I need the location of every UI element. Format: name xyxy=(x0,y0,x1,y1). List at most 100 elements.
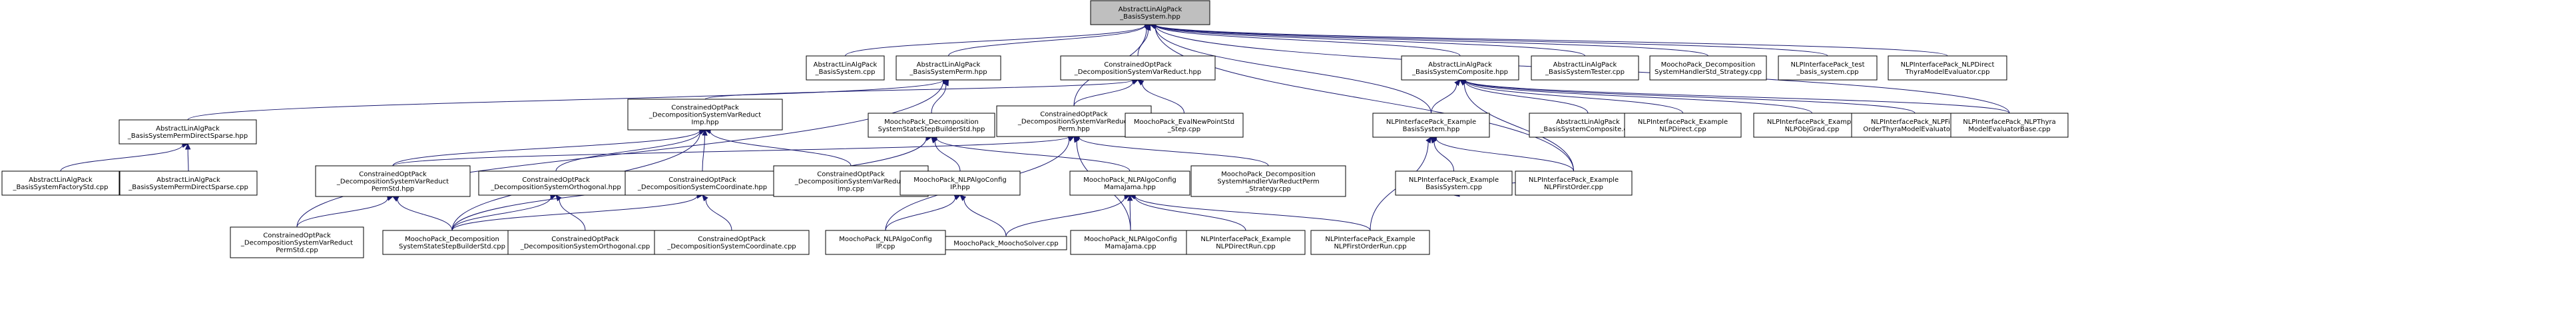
node-label-line: _BasisSystemComposite.cpp xyxy=(1539,126,1635,133)
graph-node-bstester_cpp[interactable]: AbstractLinAlgPack_BasisSystemTester.cpp xyxy=(1531,55,1639,81)
node-label-line: ConstrainedOptPack xyxy=(359,171,427,178)
node-label-line: _BasisSystemTester.cpp xyxy=(1545,69,1625,76)
node-label-line: AbstractLinAlgPack xyxy=(917,61,981,69)
graph-node-nlpthyrabase_cpp[interactable]: NLPInterfacePack_NLPThyraModelEvaluatorB… xyxy=(1950,113,2069,138)
graph-node-evalnp_cpp[interactable]: MoochoPack_EvalNewPointStd_Step.cpp xyxy=(1125,113,1244,138)
dependency-arrowhead xyxy=(1459,79,1467,86)
dependency-edge-dsorth_cpp-to-dsorth_hpp xyxy=(559,199,586,231)
node-label-line: NLPInterfacePack_NLPFirst xyxy=(1871,119,1959,126)
node-label-line: PermStd.hpp xyxy=(372,186,414,193)
graph-node-nlpefo_cpp[interactable]: NLPInterfacePack_ExampleNLPFirstOrder.cp… xyxy=(1515,170,1633,196)
dependency-edge-bscomp_hpp-to-root xyxy=(1155,25,1461,57)
graph-node-mpdssbs_hpp[interactable]: MoochoPack_DecompositionSystemStateStepB… xyxy=(868,113,995,138)
dependency-edge-nlpacip_hpp-to-mpdssbs_hpp xyxy=(934,141,961,172)
graph-node-dsorth_hpp[interactable]: ConstrainedOptPack_DecompositionSystemOr… xyxy=(478,170,634,196)
node-box xyxy=(1515,170,1633,196)
graph-node-dscoord_hpp[interactable]: ConstrainedOptPack_DecompositionSystemCo… xyxy=(625,170,780,196)
graph-node-bsfstd_cpp[interactable]: AbstractLinAlgPack_BasisSystemFactoryStd… xyxy=(1,170,120,196)
dependency-edge-nlpefo_cpp-to-bscomp_hpp xyxy=(1463,83,1574,172)
graph-node-bspds_cpp[interactable]: AbstractLinAlgPack_BasisSystemPermDirect… xyxy=(119,170,258,196)
node-box xyxy=(119,119,257,145)
node-label-line: NLPInterfacePack_Example xyxy=(1325,236,1415,243)
dependency-arrowhead xyxy=(702,194,708,202)
node-label-line: _DecompositionSystemCoordinate.cpp xyxy=(666,243,796,250)
node-label-line: _DecompositionSystemVarReduct xyxy=(336,178,449,186)
node-label-line: SystemHandlerStd_Strategy.cpp xyxy=(1655,69,1762,76)
node-label-line: Perm.hpp xyxy=(1058,126,1090,133)
dependency-edge-evalnp_cpp-to-dsvr_hpp xyxy=(1141,83,1184,114)
node-label-line: NLPInterfacePack_Example xyxy=(1767,119,1857,126)
graph-node-dscoord_cpp[interactable]: ConstrainedOptPack_DecompositionSystemCo… xyxy=(654,230,810,255)
node-label-line: AbstractLinAlgPack xyxy=(1553,61,1617,69)
node-box xyxy=(1060,55,1216,81)
nodes-layer: AbstractLinAlgPack_BasisSystem.hppAbstra… xyxy=(1,0,2069,258)
node-label-line: MoochoPack_NLPAlgoConfig xyxy=(1083,176,1176,184)
graph-node-dsvr_hpp[interactable]: ConstrainedOptPack_DecompositionSystemVa… xyxy=(1060,55,1216,81)
node-label-line: NLPFirstOrderRun.cpp xyxy=(1334,243,1406,250)
dependency-edge-mpdssbs_hpp-to-bsperm_hpp xyxy=(931,85,947,114)
node-box xyxy=(945,236,1067,250)
node-box xyxy=(382,230,522,255)
graph-node-dsvrpstd_cpp[interactable]: ConstrainedOptPack_DecompositionSystemVa… xyxy=(230,226,364,258)
node-box xyxy=(1069,170,1190,196)
node-label-line: AbstractLinAlgPack xyxy=(1556,119,1620,126)
graph-node-mpdssbs_cpp[interactable]: MoochoPack_DecompositionSystemStateStepB… xyxy=(382,230,522,255)
dependency-edge-dsvrpstd_cpp-to-dsvrpstd_hpp xyxy=(296,198,388,228)
dependency-edge-nlpfothyra_cpp-to-bscomp_hpp xyxy=(1465,80,1916,114)
node-box xyxy=(825,230,946,255)
node-box xyxy=(896,55,1001,81)
node-label-line: ThyraModelEvaluator.cpp xyxy=(1905,69,1990,76)
node-box xyxy=(1186,230,1306,255)
node-label-line: _basis_system.cpp xyxy=(1796,69,1858,76)
node-label-line: SystemStateStepBuilderStd.hpp xyxy=(878,126,985,133)
graph-node-dsvrimp_hpp[interactable]: ConstrainedOptPack_DecompositionSystemVa… xyxy=(627,99,783,131)
dependency-arrowhead xyxy=(1073,135,1080,143)
graph-node-dshstd_cpp[interactable]: MoochoPack_DecompositionSystemHandlerStd… xyxy=(1649,55,1767,81)
dependency-edge-nlpebs_cpp-to-nlpebs_hpp xyxy=(1433,141,1454,172)
dependency-edge-mpdssbs_cpp-to-dscoord_hpp xyxy=(451,195,698,231)
graph-node-nlpeforun_cpp[interactable]: NLPInterfacePack_ExampleNLPFirstOrderRun… xyxy=(1310,230,1430,255)
node-label-line: ConstrainedOptPack xyxy=(671,105,739,112)
graph-node-dsorth_cpp[interactable]: ConstrainedOptPack_DecompositionSystemOr… xyxy=(507,230,663,255)
node-label-line: PermStd.cpp xyxy=(276,247,318,254)
graph-node-bspds_hpp[interactable]: AbstractLinAlgPack_BasisSystemPermDirect… xyxy=(119,119,257,145)
node-label-line: ConstrainedOptPack xyxy=(522,176,590,184)
node-box xyxy=(119,170,258,196)
node-label-line: _DecompositionSystemVarReduct xyxy=(794,178,907,186)
node-label-line: MamaJama.cpp xyxy=(1105,243,1157,250)
graph-node-bsperm_hpp[interactable]: AbstractLinAlgPack_BasisSystemPerm.hpp xyxy=(896,55,1001,81)
node-label-line: _BasisSystem.cpp xyxy=(815,69,876,76)
dependency-arrowhead xyxy=(1127,194,1133,201)
node-label-line: IP.hpp xyxy=(950,184,970,191)
node-label-line: MoochoPack_NLPAlgoConfig xyxy=(839,236,931,243)
node-label-line: NLPInterfacePack_test xyxy=(1790,61,1864,69)
dependency-edge-bs_cpp-to-root xyxy=(845,25,1146,57)
graph-node-dsvrpstd_hpp[interactable]: ConstrainedOptPack_DecompositionSystemVa… xyxy=(315,165,471,197)
dependency-edge-nlpedirrun_cpp-to-nlpacmj_hpp xyxy=(1135,196,1246,231)
graph-node-bscomp_hpp[interactable]: AbstractLinAlgPack_BasisSystemComposite.… xyxy=(1401,55,1519,81)
node-label-line: NLPInterfacePack_Example xyxy=(1386,119,1476,126)
node-label-line: MoochoPack_MoochoSolver.cpp xyxy=(953,240,1059,248)
graph-node-nlpdthyra_cpp[interactable]: NLPInterfacePack_NLPDirectThyraModelEval… xyxy=(1888,55,2007,81)
dependency-edge-mpdssbs_cpp-to-dsvrpstd_hpp xyxy=(397,198,453,231)
graph-node-dshvrp_cpp[interactable]: MoochoPack_DecompositionSystemHandlerVar… xyxy=(1190,165,1346,197)
dependency-edge-bsfstd_cpp-to-bspds_hpp xyxy=(60,145,183,172)
node-box xyxy=(1950,113,2069,138)
dependency-edge-dsvrimp_cpp-to-dsvrimp_hpp xyxy=(710,131,852,166)
node-box xyxy=(315,165,471,197)
graph-node-solver_cpp[interactable]: MoochoPack_MoochoSolver.cpp xyxy=(945,236,1067,250)
dependency-edge-dsvrpstd_hpp-to-dsvrperm_hpp xyxy=(392,136,1069,166)
graph-node-nlptest_cpp[interactable]: NLPInterfacePack_test_basis_system.cpp xyxy=(1778,55,1878,81)
dependency-edge-dscoord_cpp-to-dscoord_hpp xyxy=(705,199,732,231)
graph-node-bs_cpp[interactable]: AbstractLinAlgPack_BasisSystem.cpp xyxy=(806,55,885,81)
